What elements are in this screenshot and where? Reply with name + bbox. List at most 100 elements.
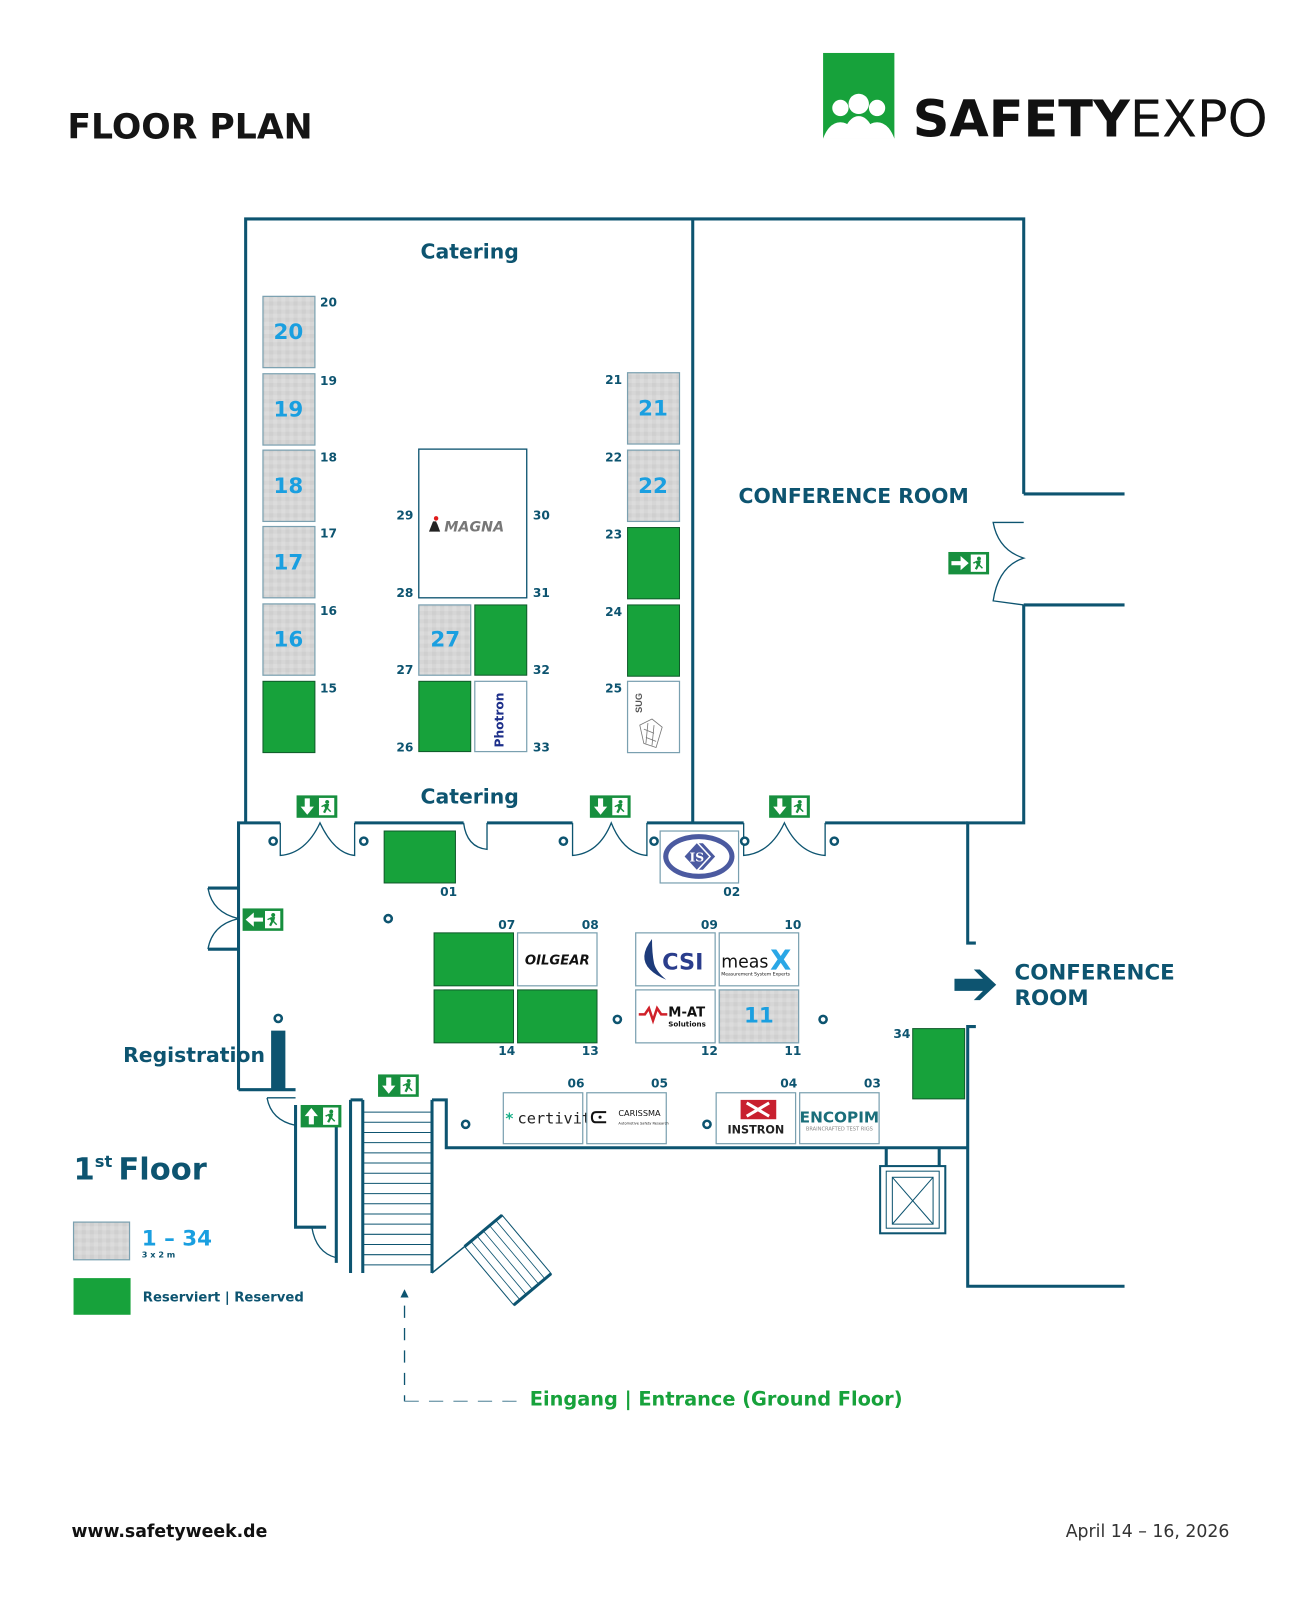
svg-text:34: 34 [893,1027,910,1041]
svg-text:Solutions: Solutions [668,1020,706,1029]
arrow-up-icon [400,1289,409,1298]
svg-text:BRAINCRAFTED TEST RIGS: BRAINCRAFTED TEST RIGS [806,1126,873,1132]
photron-logo: Photron [492,692,506,747]
arrow-right-icon [954,969,997,1001]
booth-12[interactable]: M-AT Solutions 12 [635,989,718,1058]
booth-01[interactable]: 01 [383,830,457,899]
conference-room-label-line2: ROOM [1015,986,1089,1011]
booth-14[interactable]: 14 [433,989,515,1058]
svg-text:20: 20 [274,320,304,345]
booth-04[interactable]: INSTRON 04 [715,1077,797,1145]
entrance-route: Eingang | Entrance (Ground Floor) [400,1289,903,1410]
booth-15[interactable]: 15 [262,680,337,754]
booth-magna[interactable]: MAGNA 29 30 28 31 [396,448,550,600]
people-group-icon [823,52,895,139]
instron-logo: INSTRON [728,1099,784,1136]
svg-text:16: 16 [320,604,337,618]
svg-text:26: 26 [396,741,413,755]
svg-text:28: 28 [396,586,413,600]
legend-reserved-swatch [73,1278,131,1315]
svg-text:27: 27 [430,628,460,653]
legend-reserved-label: Reserviert | Reserved [143,1291,304,1306]
svg-text:02: 02 [723,885,740,899]
booth-24[interactable]: 24 [605,604,681,677]
booth-32[interactable]: 32 [474,604,550,677]
measx-logo: meas X Measurement System Experts [721,945,791,978]
svg-text:03: 03 [864,1077,881,1091]
legend: 1 – 34 3 x 2 m Reserviert | Reserved [72,1221,304,1315]
conference-room-direction[interactable]: CONFERENCE ROOM [954,961,1175,1011]
svg-text:33: 33 [533,741,550,755]
certivity-logo: * certivity [505,1109,600,1127]
booth-05[interactable]: CARISSMA Automotive Safety Research 05 [586,1077,669,1145]
svg-text:23: 23 [605,528,622,542]
booth-07[interactable]: 07 [433,918,515,987]
svg-text:certivity: certivity [518,1109,601,1127]
svg-text:32: 32 [533,663,550,677]
booth-08[interactable]: OILGEAR 08 [516,918,599,987]
svg-text:IS: IS [690,851,705,865]
booth-27[interactable]: 27 27 [396,604,472,677]
svg-text:04: 04 [780,1077,797,1091]
logo-text-bold: SAFETY [913,90,1131,149]
svg-text:06: 06 [567,1077,584,1091]
exit-sign-right [948,551,990,575]
room-label-catering-top: Catering [421,240,519,264]
encopim-logo: ENCOPIM BRAINCRAFTED TEST RIGS [800,1108,879,1132]
booth-26[interactable]: 26 [396,680,472,755]
svg-text:MAGNA: MAGNA [444,520,504,536]
svg-text:CSI: CSI [662,950,703,976]
exit-sign-down [769,795,810,818]
svg-text:29: 29 [396,508,413,522]
booth-13[interactable]: 13 [517,989,599,1058]
svg-text:22: 22 [638,474,668,499]
svg-text:Automotive Safety Research: Automotive Safety Research [618,1121,668,1125]
svg-text:07: 07 [498,918,515,932]
booth-10[interactable]: meas X Measurement System Experts 10 [718,918,801,987]
booth-25[interactable]: SUG 25 [605,680,681,754]
legend-free-label: 1 – 34 [142,1227,212,1252]
svg-text:Measurement System Experts: Measurement System Experts [721,972,790,978]
svg-text:22: 22 [605,450,622,464]
exit-sign-up [300,1104,342,1128]
booth-09[interactable]: CSI 09 [635,918,718,987]
booth-03[interactable]: ENCOPIM BRAINCRAFTED TEST RIGS 03 [799,1077,881,1145]
booth-02[interactable]: IS 02 [659,830,740,899]
booth-33[interactable]: Photron 33 [474,680,550,755]
booth-22[interactable]: 22 22 [605,449,681,523]
sug-logo: SUG [634,693,663,749]
svg-text:18: 18 [320,450,337,464]
magna-logo: MAGNA [428,516,504,536]
svg-text:27: 27 [396,663,413,677]
is-logo: IS [663,834,735,879]
footer-website-link[interactable]: www.safetyweek.de [72,1522,268,1542]
svg-text:*: * [505,1109,513,1127]
exit-sign-down [296,795,338,818]
booth-23[interactable]: 23 [605,527,681,600]
room-label-conference-room: CONFERENCE ROOM [739,484,969,508]
booth-06[interactable]: * certivity 06 [502,1077,600,1145]
csi-logo: CSI [644,938,703,980]
svg-text:20: 20 [320,296,337,310]
main-staircase [362,1111,433,1266]
svg-text:SUG: SUG [634,693,644,713]
elevator-icon [879,1165,947,1235]
svg-text:CARISSMA: CARISSMA [618,1108,661,1118]
exit-sign-down [378,1074,419,1097]
exit-sign-left [242,908,284,931]
svg-text:X: X [770,945,791,977]
svg-text:19: 19 [320,374,337,388]
svg-text:12: 12 [701,1044,718,1058]
booth-34[interactable]: 34 [893,1027,966,1100]
mat-logo: M-AT Solutions [638,1005,706,1029]
svg-text:05: 05 [651,1077,668,1091]
